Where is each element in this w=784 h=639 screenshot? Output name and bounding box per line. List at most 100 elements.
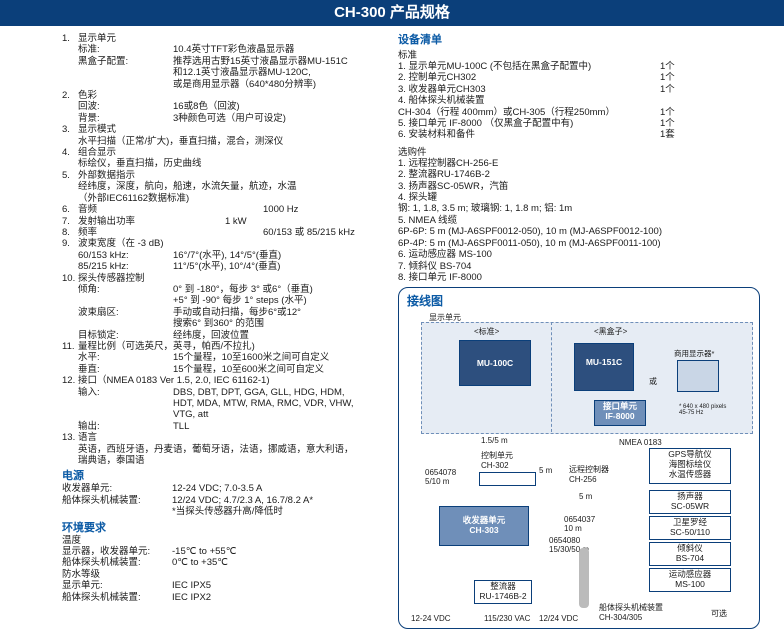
- spec-item-label: 显示单元: [78, 33, 117, 44]
- spec-sub-row: （外部IEC61162数据标准): [62, 193, 392, 204]
- spec-sub-key: 波束扇区:: [78, 306, 119, 318]
- power-value: 12/24 VDC; 4.7/2.3 A, 16.7/8.2 A*: [172, 494, 314, 506]
- spec-sub-value: +5° 到 -90° 每步 1° steps (水平): [173, 295, 307, 307]
- spec-item-label: 发射输出功率: [78, 215, 136, 227]
- environment-value: -15℃ to +55℃: [172, 546, 237, 558]
- spec-sub-value: 3种颜色可选（用户可设定): [173, 112, 286, 124]
- environment-value: 0℃ to +35℃: [172, 557, 228, 569]
- spec-item-title: 2.色彩: [62, 90, 392, 101]
- spec-sub-value: 15个量程，10至1600米之间可自定义: [173, 352, 330, 364]
- spec-item-title: 12.接口（NMEA 0183 Ver 1.5, 2.0, IEC 61162-…: [62, 375, 392, 386]
- spec-item-value: 1 kW: [225, 215, 247, 227]
- standard-item: 1. 显示单元MU-100C (不包括在黑盒子配置中)1个: [398, 61, 768, 72]
- environment-value: IEC IPX2: [172, 591, 212, 603]
- panel-divider: [551, 322, 552, 432]
- power-row: *当探头传感器升高/降低时: [62, 506, 392, 517]
- spec-sub-row: 目标锁定:经纬度，回波位置: [62, 330, 392, 341]
- spec-sub-row: 波束扇区:手动或自动扫描，每步6°或12°: [62, 307, 392, 318]
- optional-item: 7. 倾斜仪 BS-704: [398, 260, 472, 272]
- environment-row: 船体探头机械装置:0℃ to +35℃: [62, 557, 392, 568]
- power-key: 船体探头机械装置:: [62, 494, 141, 506]
- spec-item-value: 1000 Hz: [263, 204, 299, 216]
- optional-item: 2. 整流器RU-1746B-2: [398, 169, 490, 181]
- power-title: 电源: [62, 470, 84, 483]
- spec-sub-key: [78, 67, 173, 78]
- std-label: <标准>: [474, 327, 500, 336]
- mu100c-monitor: MU-100C: [459, 340, 531, 386]
- power-row: 收发器单元: 12-24 VDC; 7.0-3.5 A: [62, 483, 392, 494]
- spec-item-value: 60/153 或 85/215 kHz: [263, 226, 355, 238]
- standard-item-qty: 1个: [660, 106, 675, 118]
- spec-sub-row: +5° 到 -90° 每步 1° steps (水平): [62, 295, 392, 306]
- standard-item: 5. 接口单元 IF-8000 （仅黑盒子配置中有)1个: [398, 118, 768, 129]
- optional-label: 可选: [711, 609, 727, 618]
- standard-item-name: CH-304（行程 400mm）或CH-305（行程250mm）: [398, 106, 615, 118]
- spec-sub-key: [78, 295, 173, 306]
- power-value: 12-24 VDC; 7.0-3.5 A: [172, 483, 263, 495]
- gps-box: GPS导航仪海图标绘仪水温传感器: [649, 448, 731, 484]
- spec-item-number: 3.: [62, 124, 70, 136]
- hull-unit-icon: [579, 548, 589, 608]
- power-row: 船体探头机械装置: 12/24 VDC; 4.7/2.3 A, 16.7/8.2 …: [62, 495, 392, 506]
- environment-key: 温度: [62, 534, 82, 546]
- spec-sub-row: 和12.1英寸液晶显示器MU-120C,: [62, 67, 392, 78]
- spec-sub-row: 水平扫描（正常/扩大)，垂直扫描，混合，测深仪: [62, 136, 392, 147]
- spec-item-label: 接口（NMEA 0183 Ver 1.5, 2.0, IEC 61162-1): [78, 375, 270, 387]
- spec-sub-value: 15个量程，10至600米之间可自定义: [173, 363, 324, 375]
- spec-sub-key: 标准:: [78, 44, 100, 56]
- power-12-24-b: 12/24 VDC: [539, 614, 579, 623]
- spec-sub-row: 黑盒子配置:推荐选用古野15英寸液晶显示器MU-151C: [62, 56, 392, 67]
- spec-sub-key: （外部IEC61162数据标准): [78, 192, 190, 204]
- environment-row: 温度: [62, 535, 392, 546]
- spec-sub-value: 和12.1英寸液晶显示器MU-120C,: [173, 67, 311, 79]
- standard-item-name: 2. 控制单元CH302: [398, 72, 477, 84]
- power-115-230: 115/230 VAC: [484, 614, 531, 623]
- spec-sub-row: 标绘仪，垂直扫描，历史曲线: [62, 158, 392, 169]
- spec-sub-row: 倾角:0° 到 -180°，每步 3° 或6°（垂直): [62, 284, 392, 295]
- spec-item-label: 量程比例（可选英尺，英寻，帕西/不拉扎): [78, 340, 255, 352]
- standard-label: 标准: [398, 50, 418, 61]
- environment-key: 船体探头机械装置:: [62, 591, 141, 603]
- spec-sub-key: 输入:: [78, 386, 100, 398]
- spec-sub-value: 0° 到 -180°，每步 3° 或6°（垂直): [173, 283, 313, 295]
- spec-item-number: 1.: [62, 33, 70, 44]
- blackbox-label: <黑盒子>: [594, 327, 628, 336]
- power-value: *当探头传感器升高/降低时: [172, 506, 283, 518]
- spec-item-number: 11.: [62, 340, 75, 352]
- spec-sub-row: 搜索6° 到360° 的范围: [62, 318, 392, 329]
- power-key: 收发器单元:: [62, 483, 113, 495]
- environment-row: 船体探头机械装置: IEC IPX2: [62, 592, 392, 603]
- cable-5m: 5 m: [539, 466, 553, 475]
- spec-item-label: 外部数据指示: [78, 169, 136, 181]
- standard-item-qty: 1个: [660, 72, 675, 84]
- spec-sub-key: 85/215 kHz:: [78, 261, 129, 273]
- optional-item: 钢: 1, 1.8, 3.5 m; 玻璃钢: 1, 1.8 m; 铝: 1m: [398, 203, 573, 215]
- power-12-24: 12-24 VDC: [411, 614, 451, 623]
- spec-sub-value: 16或8色（回波): [173, 101, 240, 113]
- if8000-box: 接口单元 IF-8000: [594, 400, 646, 426]
- spec-item-title: 4.组合显示: [62, 147, 392, 158]
- spec-sub-key: 水平扫描（正常/扩大)，垂直扫描，混合，测深仪: [78, 135, 284, 147]
- mu151c-monitor: MU-151C: [574, 343, 634, 391]
- spec-sub-key: 英语，西班牙语，丹麦语，葡萄牙语，法语，挪威语，意大利语，: [78, 443, 354, 455]
- spec-sub-key: 标绘仪，垂直扫描，历史曲线: [78, 158, 202, 170]
- spec-sub-key: 60/153 kHz:: [78, 249, 129, 261]
- environment-row: 显示器，收发器单元:-15℃ to +55℃: [62, 546, 392, 557]
- spec-sub-key: 水平:: [78, 352, 100, 364]
- spec-sub-row: 垂直:15个量程，10至600米之间可自定义: [62, 364, 392, 375]
- spec-item-title: 9.波束宽度（在 -3 dB): [62, 238, 392, 249]
- spec-sub-value: 经纬度，回波位置: [173, 329, 250, 341]
- spec-sub-key: [78, 409, 173, 420]
